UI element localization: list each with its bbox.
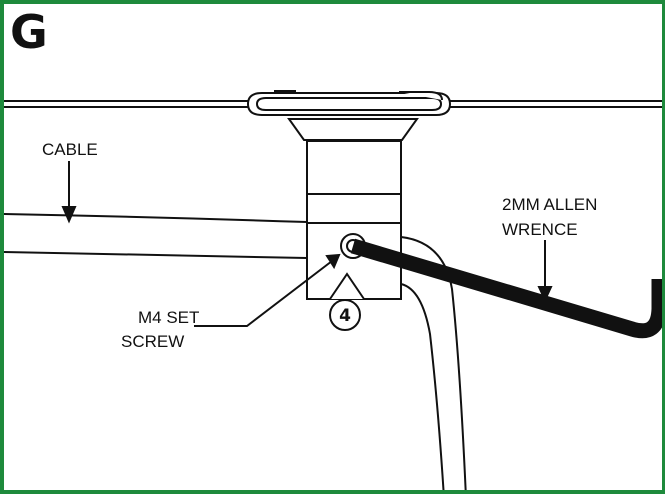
- rail-clip: [246, 90, 452, 141]
- screw-label-line1: M4 SET: [138, 308, 199, 327]
- callout-number: 4: [339, 306, 351, 326]
- panel-letter: G: [10, 5, 48, 59]
- callout-4: 4: [329, 299, 361, 331]
- cable-drop: [400, 236, 467, 490]
- leader-arrows: [61, 161, 553, 327]
- cable-label: CABLE: [42, 140, 98, 159]
- allen-wrench: [350, 238, 662, 339]
- top-rail: [4, 100, 662, 108]
- wrench-label-line2: WRENCE: [502, 220, 578, 239]
- mount-block: [306, 140, 402, 300]
- screw-label-line2: SCREW: [121, 332, 184, 351]
- cable: [4, 213, 308, 259]
- assembly-illustration: 4 CABLE 2MM ALLEN WRENCE M4 SET SCREW: [4, 90, 662, 490]
- wrench-label-line1: 2MM ALLEN: [502, 195, 597, 214]
